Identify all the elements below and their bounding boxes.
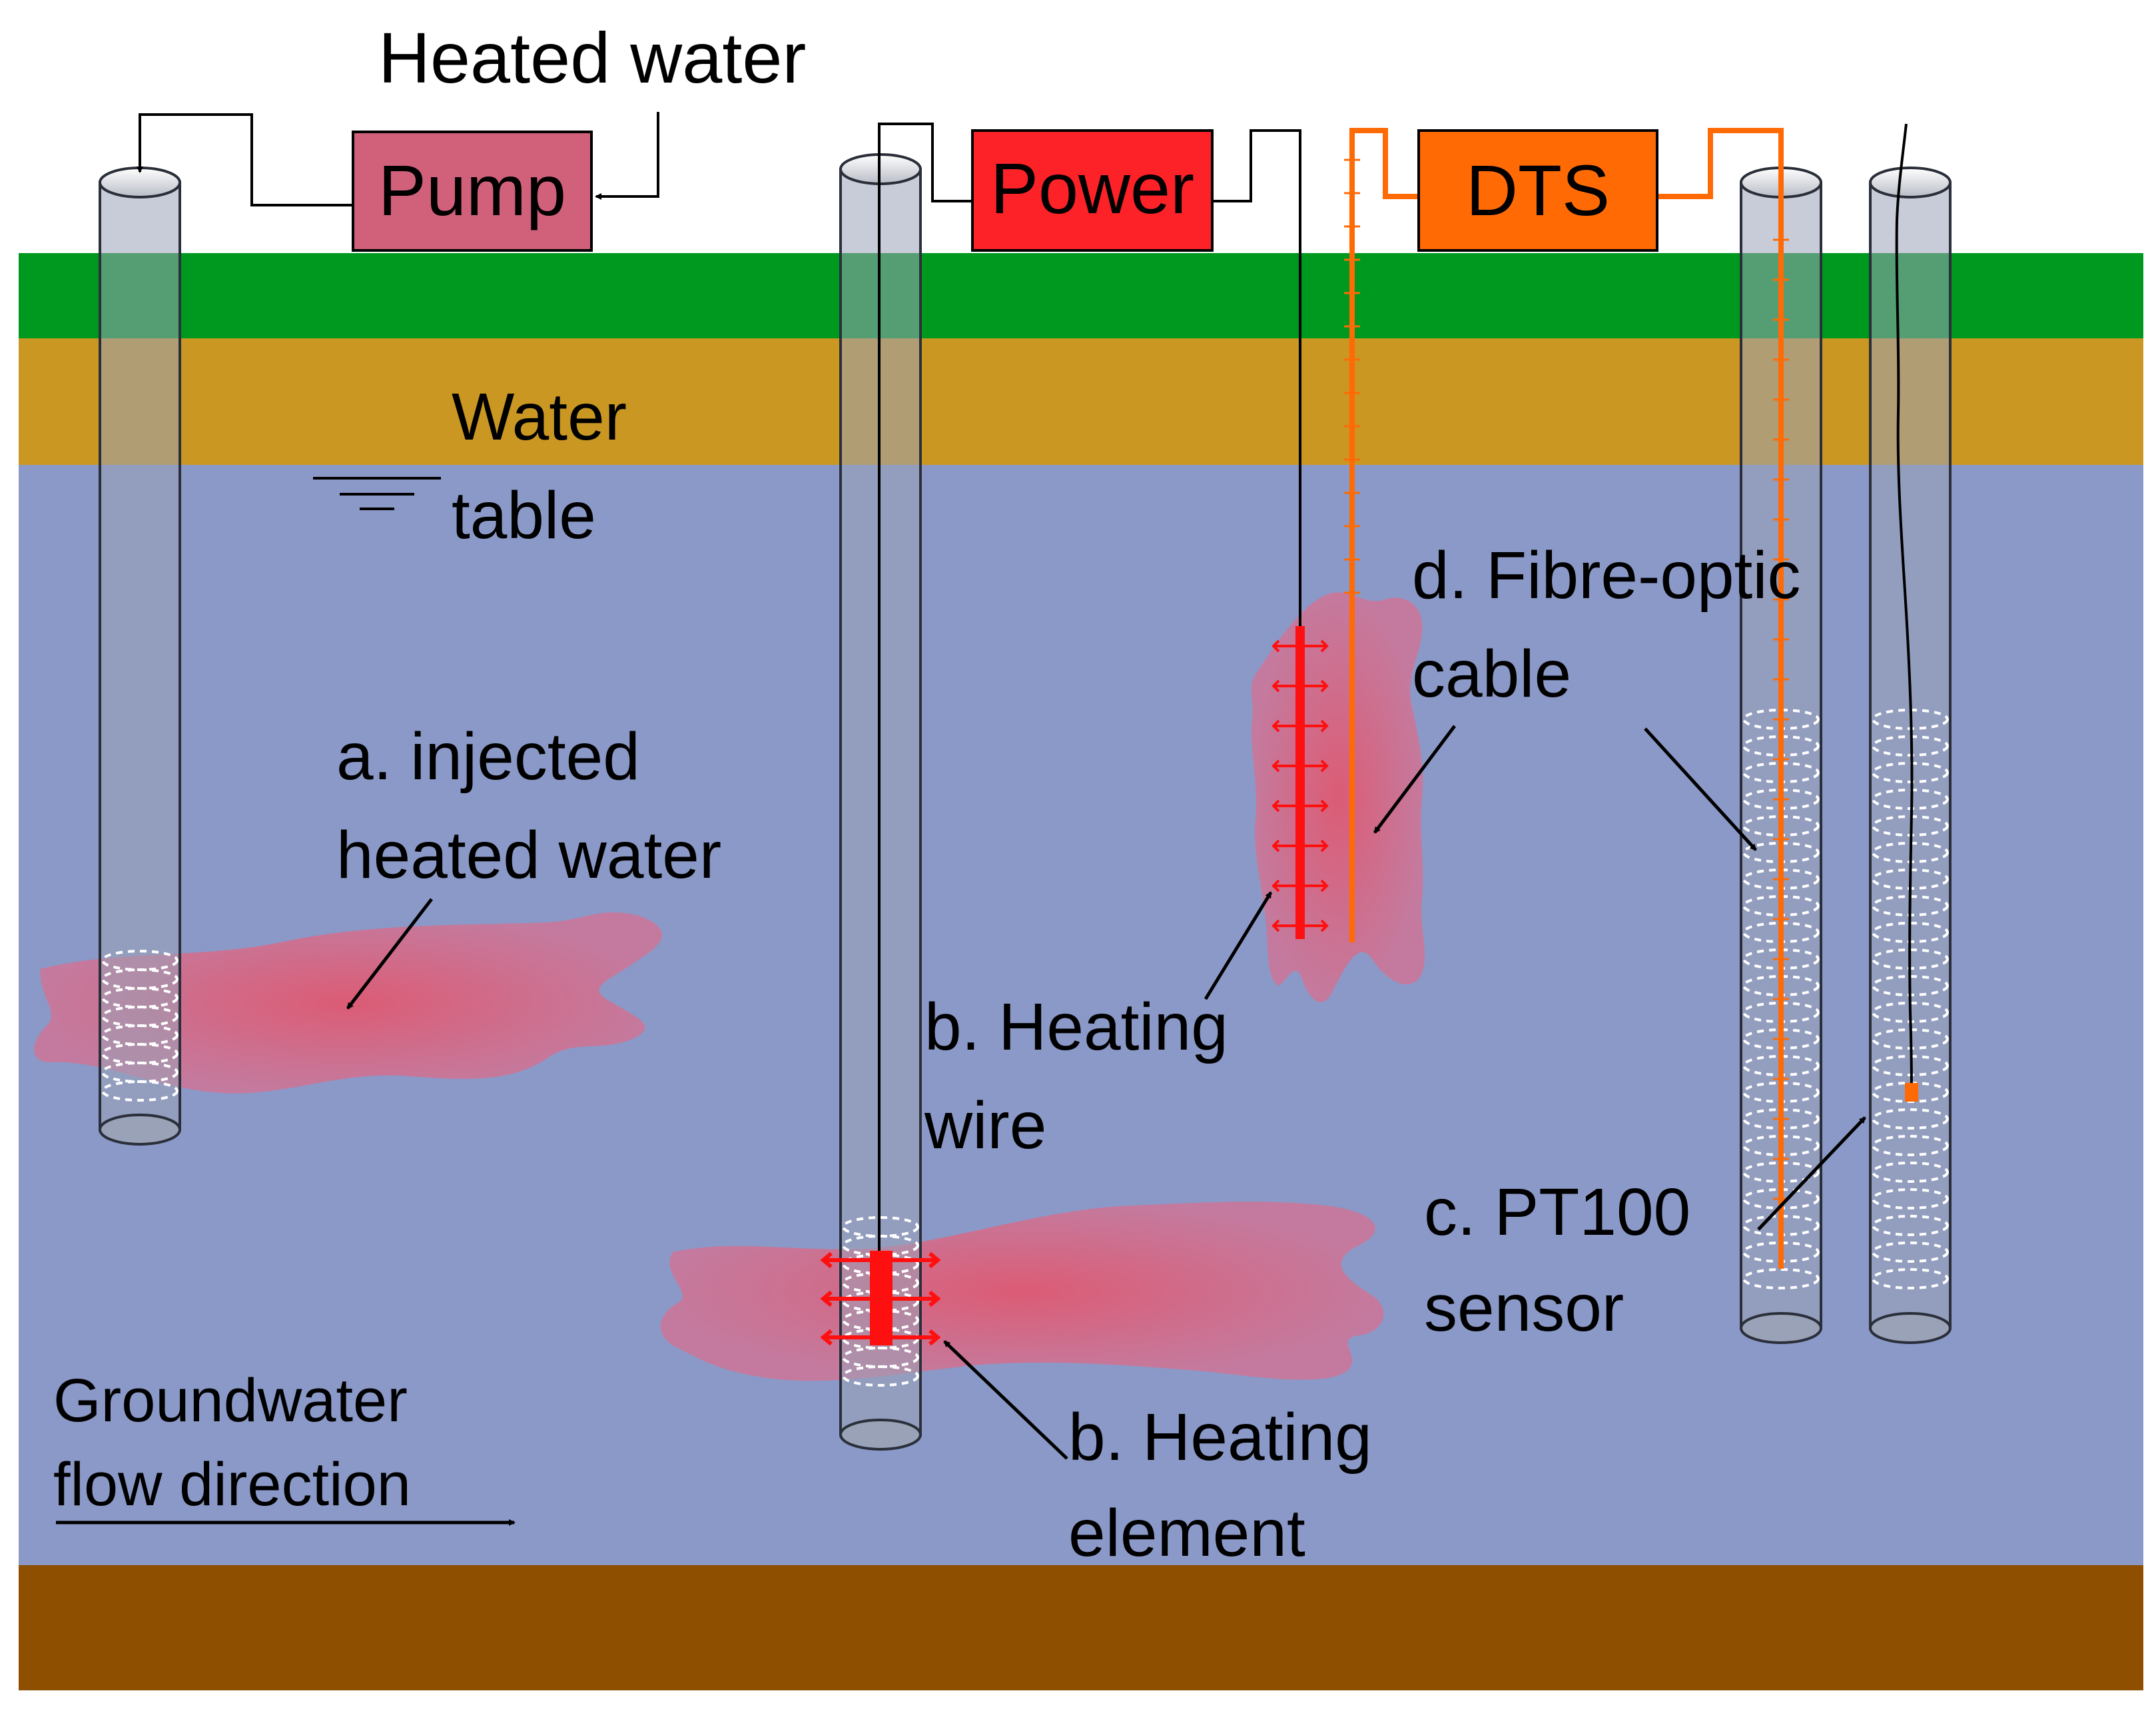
power-lead-left [878,123,972,1252]
label-b-wire-pointer [1204,891,1273,1000]
well-screen [101,950,179,1102]
heating-element-heat-arrows [820,1251,941,1346]
pt100-sensor [1905,1083,1918,1102]
label-b-element-pointer [943,1340,1068,1460]
water-table-label-line1: Water [452,380,627,454]
label-a-line2: heated water [336,818,721,892]
heated-water-inlet [595,112,659,200]
injection-well [99,167,181,1146]
heated-water-label: Heated water [378,17,806,98]
label-d-pointer-left [1373,725,1456,834]
water-table-symbol [313,477,441,510]
fibre-optic-tick-marks [1344,159,1789,1200]
pump-box [352,131,593,252]
label-b-element-line2: element [1068,1496,1305,1570]
pt100-cable [1895,123,1914,1093]
label-c-line2: sensor [1424,1271,1624,1345]
bedrock-layer [19,1565,2143,1690]
power-label: Power [990,148,1194,228]
heating-wire-heat-arrows [1271,639,1329,932]
label-c-line1: c. PT100 [1424,1175,1690,1249]
dts-box [1417,129,1658,252]
dts-label: DTS [1466,150,1610,230]
pump-hose [137,113,353,206]
label-b-element-line1: b. Heating [1068,1400,1372,1475]
pump-label: Pump [378,150,566,230]
grass-layer [19,253,2143,338]
power-box [971,129,1214,252]
label-c-pointer [1757,1116,1866,1231]
power-lead-right [1212,129,1301,626]
label-d-line1: d. Fibre-optic [1412,538,1801,613]
fibre-optic-cable [1349,128,1419,942]
label-a-line1: a. injected [336,719,640,794]
heat-plume-wire [1251,592,1425,1002]
fibre-optic-cable-return [1657,128,1784,1269]
label-d-line2: cable [1412,637,1571,711]
label-b-wire-line1: b. Heating [924,990,1228,1064]
flow-label-line1: Groundwater [53,1367,408,1435]
label-d-pointer-right [1644,727,1757,851]
water-table-label-line2: table [452,478,596,553]
label-a-pointer [346,898,433,1010]
label-b-wire-line2: wire [924,1088,1046,1163]
observation-well-pt100 [1869,167,1952,1344]
topsoil-layer [19,338,2143,465]
flow-label-line2: flow direction [53,1451,411,1519]
